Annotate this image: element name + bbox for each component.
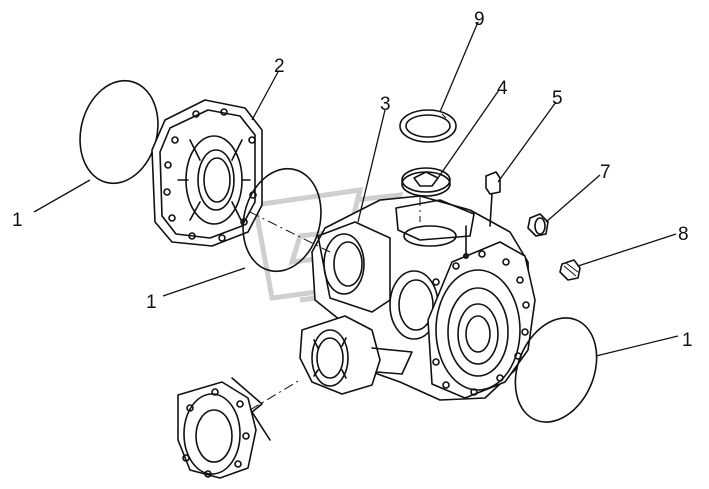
leader-lines xyxy=(33,21,679,357)
callout-1-left: 1 xyxy=(12,210,23,231)
callout-7: 7 xyxy=(600,162,611,183)
plug-8 xyxy=(559,259,581,281)
callout-9: 9 xyxy=(474,9,485,30)
o-ring-right xyxy=(514,317,598,423)
callout-2: 2 xyxy=(274,56,285,77)
callout-labels: 1 1 1 2 3 4 5 7 8 9 xyxy=(12,9,693,351)
callout-4: 4 xyxy=(497,78,508,99)
plug-7 xyxy=(527,213,549,237)
cover-plate xyxy=(151,99,263,247)
o-ring-middle xyxy=(242,167,322,273)
lower-flange xyxy=(177,377,271,479)
callout-1-right: 1 xyxy=(682,330,693,351)
callout-1-middle: 1 xyxy=(146,292,157,313)
callout-8: 8 xyxy=(678,224,689,245)
axle-housing xyxy=(299,195,536,401)
centre-lines xyxy=(249,196,421,411)
breather xyxy=(485,171,501,227)
callout-5: 5 xyxy=(552,88,563,109)
callout-3: 3 xyxy=(380,94,391,115)
snap-ring xyxy=(399,109,457,143)
